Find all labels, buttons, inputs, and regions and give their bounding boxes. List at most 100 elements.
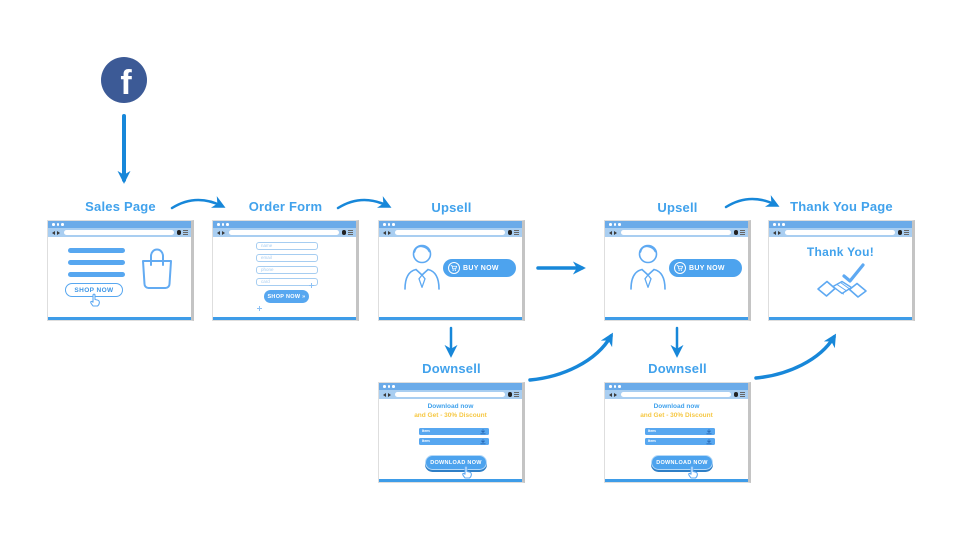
download-now-button[interactable]: DOWNLOAD NOW <box>651 455 713 470</box>
profile-icon[interactable] <box>507 230 512 235</box>
person-icon <box>404 244 440 290</box>
order-form-window: name email phone card SHOP NOW » <box>212 220 359 321</box>
download-item-row[interactable]: Item <box>645 438 715 445</box>
thank-you-message: Thank You! <box>806 245 875 259</box>
facebook-icon[interactable]: f <box>101 57 147 103</box>
cart-icon <box>448 262 460 274</box>
profile-icon[interactable] <box>733 392 738 397</box>
forward-icon[interactable] <box>222 230 225 235</box>
window-footer <box>48 317 191 320</box>
back-icon[interactable] <box>52 230 55 235</box>
back-icon[interactable] <box>609 230 612 235</box>
name-field[interactable]: name <box>256 242 318 250</box>
window-titlebar <box>213 221 356 228</box>
window-dot <box>61 223 64 226</box>
window-footer <box>605 317 748 320</box>
download-icon <box>706 428 712 434</box>
sales-page-window: SHOP NOW <box>47 220 194 321</box>
card-field[interactable]: card <box>256 278 318 286</box>
text-line <box>68 272 125 277</box>
forward-icon[interactable] <box>388 230 391 235</box>
email-field[interactable]: email <box>256 254 318 262</box>
window-addressbar <box>379 390 522 399</box>
window-dot <box>609 385 612 388</box>
url-bar[interactable] <box>621 230 731 235</box>
cursor-hand-icon <box>90 293 100 307</box>
back-icon[interactable] <box>217 230 220 235</box>
shop-now-button[interactable]: SHOP NOW » <box>264 290 309 303</box>
cursor-hand-icon <box>462 465 472 479</box>
download-item-row[interactable]: Item <box>419 438 489 445</box>
forward-icon[interactable] <box>57 230 60 235</box>
forward-icon[interactable] <box>388 392 391 397</box>
forward-icon[interactable] <box>614 392 617 397</box>
shopping-bag-icon <box>142 248 172 289</box>
download-now-button[interactable]: DOWNLOAD NOW <box>425 455 487 470</box>
menu-icon[interactable] <box>514 392 519 397</box>
buy-now-button[interactable]: BUY NOW <box>669 259 742 277</box>
window-dot <box>609 223 612 226</box>
window-titlebar <box>48 221 191 228</box>
download-icon <box>480 428 486 434</box>
window-footer <box>379 317 522 320</box>
thank-you-title: Thank You Page <box>790 199 893 214</box>
url-bar[interactable] <box>785 230 895 235</box>
menu-icon[interactable] <box>904 230 909 235</box>
order-form-title: Order Form <box>248 199 323 214</box>
upsell1-window: BUY NOW <box>378 220 525 321</box>
forward-icon[interactable] <box>778 230 781 235</box>
window-dot <box>392 223 395 226</box>
forward-icon[interactable] <box>614 230 617 235</box>
profile-icon[interactable] <box>341 230 346 235</box>
buy-now-label: BUY NOW <box>463 264 499 272</box>
url-bar[interactable] <box>229 230 339 235</box>
person-icon <box>630 244 666 290</box>
arrow-downsell1-to-upsell2 <box>528 332 613 382</box>
menu-icon[interactable] <box>514 230 519 235</box>
menu-icon[interactable] <box>740 392 745 397</box>
window-titlebar <box>379 221 522 228</box>
window-dot <box>56 223 59 226</box>
window-dot <box>226 223 229 226</box>
profile-icon[interactable] <box>507 392 512 397</box>
buy-now-button[interactable]: BUY NOW <box>443 259 516 277</box>
facebook-glyph: f <box>120 64 132 102</box>
menu-icon[interactable] <box>740 230 745 235</box>
download-item-row[interactable]: Item <box>419 428 489 435</box>
downsell1-title: Downsell <box>422 361 481 376</box>
window-dot <box>777 223 780 226</box>
profile-icon[interactable] <box>897 230 902 235</box>
url-bar[interactable] <box>64 230 174 235</box>
back-icon[interactable] <box>383 392 386 397</box>
cart-icon <box>674 262 686 274</box>
window-dot <box>387 385 390 388</box>
downsell2-title: Downsell <box>648 361 707 376</box>
window-dot <box>383 223 386 226</box>
window-dot <box>782 223 785 226</box>
back-icon[interactable] <box>773 230 776 235</box>
window-addressbar <box>48 228 191 237</box>
window-addressbar <box>213 228 356 237</box>
window-footer <box>213 317 356 320</box>
url-bar[interactable] <box>395 230 505 235</box>
back-icon[interactable] <box>609 392 612 397</box>
menu-icon[interactable] <box>348 230 353 235</box>
profile-icon[interactable] <box>733 230 738 235</box>
text-line <box>68 248 125 253</box>
sparkle-icon <box>309 283 314 288</box>
url-bar[interactable] <box>621 392 731 397</box>
window-dot <box>618 223 621 226</box>
menu-icon[interactable] <box>183 230 188 235</box>
downsell1-window: Download now and Get - 30% Discount Item… <box>378 382 525 483</box>
profile-icon[interactable] <box>176 230 181 235</box>
download-item-row[interactable]: Item <box>645 428 715 435</box>
download-icon <box>480 438 486 444</box>
phone-field[interactable]: phone <box>256 266 318 274</box>
window-dot <box>383 385 386 388</box>
url-bar[interactable] <box>395 392 505 397</box>
discount-headline: and Get - 30% Discount <box>414 412 487 419</box>
window-footer <box>379 479 522 482</box>
back-icon[interactable] <box>383 230 386 235</box>
sales-page-title: Sales Page <box>85 199 156 214</box>
window-dot <box>392 385 395 388</box>
